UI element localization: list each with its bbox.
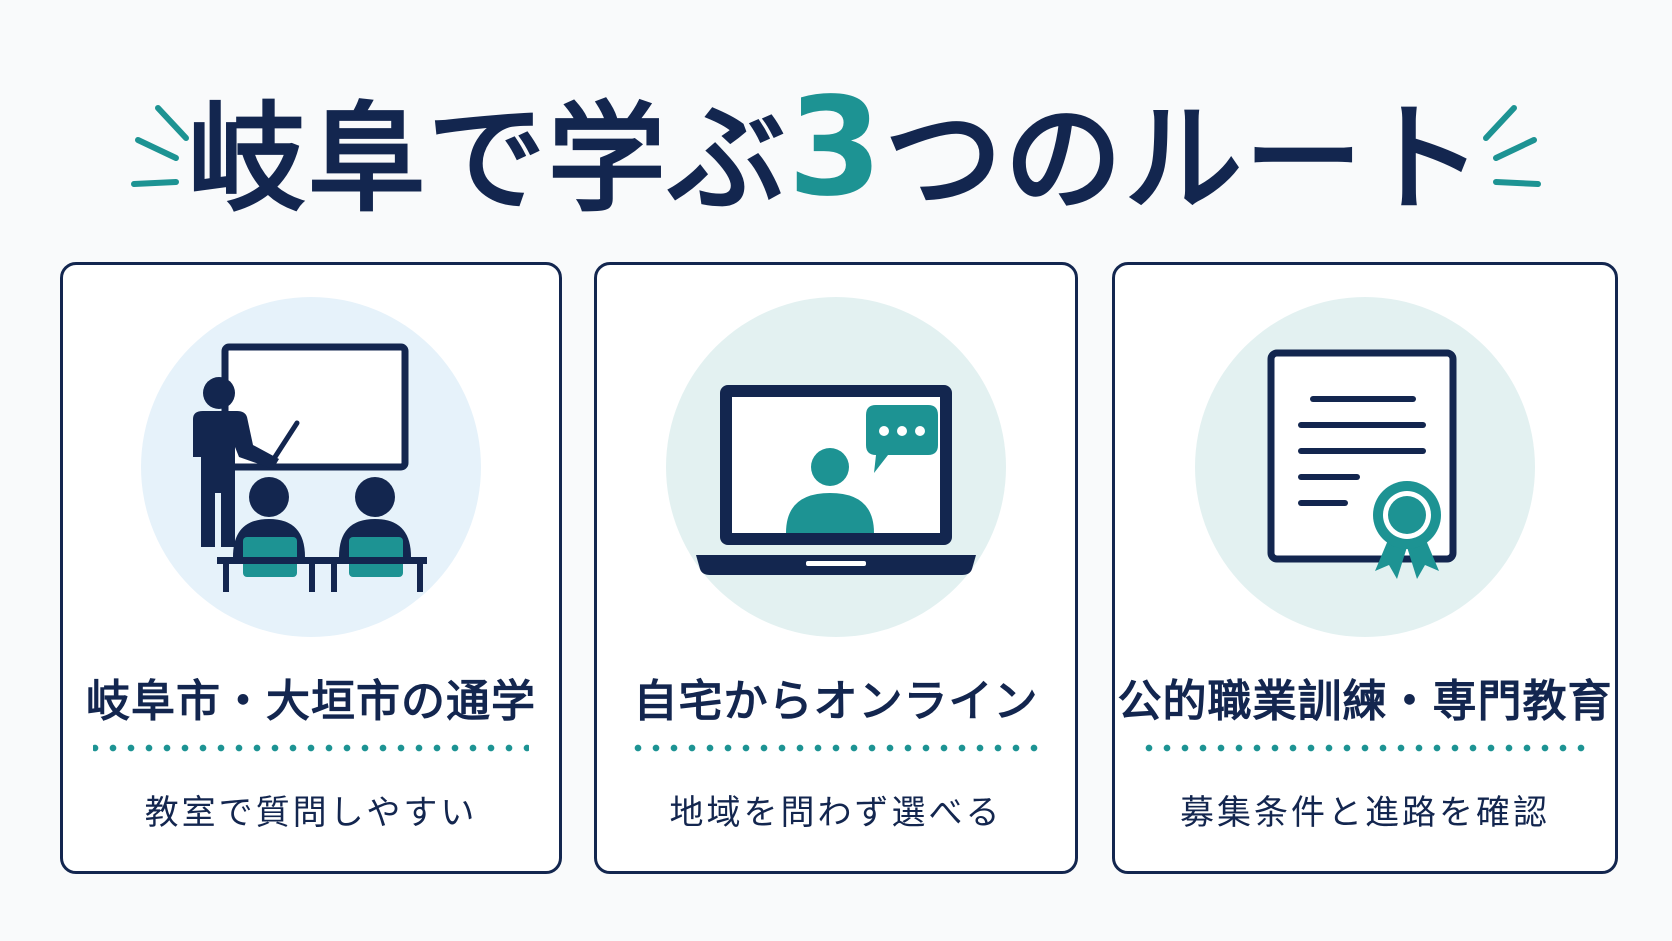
dotted-divider [93, 744, 529, 752]
route-card-online: 自宅からオンライン 地域を問わず選べる [594, 262, 1078, 874]
card-subtitle: 地域を問わず選べる [669, 793, 1003, 833]
title-text-after: つのルート [884, 89, 1485, 228]
card-subtitle: 募集条件と進路を確認 [1180, 793, 1550, 833]
certificate-icon [1267, 349, 1457, 579]
dotted-divider [1145, 744, 1585, 752]
classroom-teacher-icon [193, 343, 427, 592]
route-card-classroom: 岐阜市・大垣市の通学 教室で質問しやすい [60, 262, 562, 874]
card-heading: 岐阜市・大垣市の通学 [86, 676, 536, 727]
sparkle-right-icon [1483, 105, 1541, 187]
dotted-divider [627, 744, 1045, 752]
laptop-video-call-icon [696, 385, 976, 575]
route-card-vocational: 公的職業訓練・専門教育 募集条件と進路を確認 [1112, 262, 1618, 874]
card-heading: 自宅からオンライン [633, 676, 1039, 727]
card-subtitle: 教室で質問しやすい [144, 793, 478, 833]
card-heading: 公的職業訓練・専門教育 [1117, 676, 1613, 727]
sparkle-left-icon [131, 105, 189, 187]
title-text-before: 岐阜で学ぶ [187, 89, 788, 228]
title-number: 3 [787, 69, 885, 227]
